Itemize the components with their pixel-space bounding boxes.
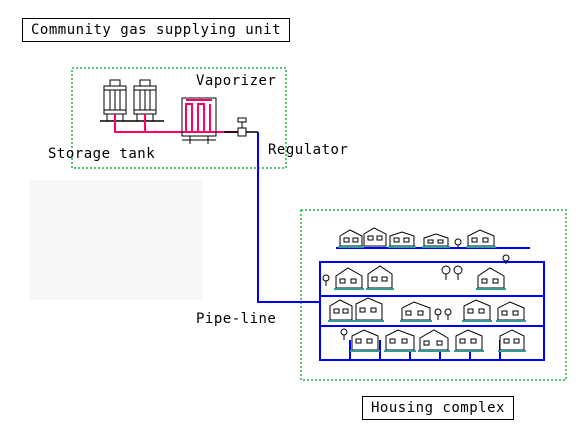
- tree-icon: [322, 274, 330, 286]
- house-icon: [477, 267, 505, 289]
- house-icon: [367, 265, 393, 289]
- regulator-icon: [224, 117, 258, 137]
- pipeline-label: Pipe-line: [196, 311, 277, 327]
- vaporizer-label: Vaporizer: [196, 73, 277, 89]
- house-icon: [467, 229, 495, 247]
- tree-icon: [434, 308, 442, 320]
- vaporizer-icon: [181, 97, 217, 144]
- house-icon: [329, 299, 353, 321]
- house-icon: [497, 301, 525, 321]
- house-icon: [499, 329, 525, 351]
- supply-unit-boundary: [71, 67, 287, 169]
- tree-icon: [340, 328, 348, 340]
- house-icon: [355, 297, 383, 321]
- house-icon: [401, 301, 431, 321]
- tree-icon: [444, 308, 452, 320]
- house-icon: [463, 299, 491, 321]
- storage-tank-label: Storage tank: [48, 146, 156, 162]
- house-icon: [363, 227, 387, 247]
- lot-bases: [328, 246, 526, 352]
- house-icon: [455, 329, 483, 351]
- faded-region: [30, 180, 202, 300]
- housing-complex-label: Housing complex: [362, 396, 514, 420]
- pipeline: [257, 132, 320, 303]
- house-icon: [385, 329, 415, 351]
- house-icon: [389, 231, 415, 247]
- tree-icon: [454, 238, 462, 248]
- house-icon: [335, 267, 363, 289]
- houses: [322, 227, 525, 351]
- house-icon: [419, 329, 449, 351]
- gas-line: [114, 99, 238, 133]
- tree-icon: [453, 265, 463, 280]
- house-icon: [351, 329, 379, 351]
- house-icon: [339, 229, 363, 247]
- diagram-title: Community gas supplying unit: [22, 18, 291, 42]
- tree-icon: [441, 265, 451, 280]
- regulator-label: Regulator: [268, 142, 349, 158]
- tree-icon: [502, 254, 510, 264]
- house-icon: [423, 233, 449, 247]
- storage-tank-icon: [100, 79, 164, 122]
- housing-complex-boundary: [300, 209, 567, 381]
